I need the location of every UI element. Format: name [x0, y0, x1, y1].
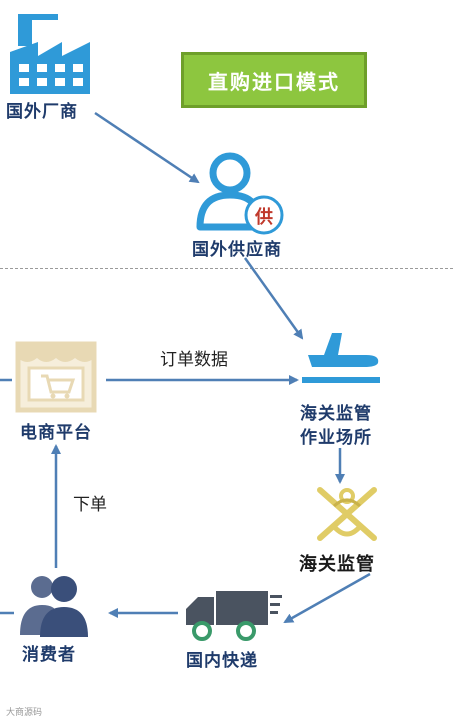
order-data-edge-label: 订单数据	[160, 350, 228, 370]
customs-site-label-line1: 海关监管	[300, 404, 372, 424]
storefront-icon	[15, 341, 97, 413]
customs-emblem-icon	[317, 487, 377, 541]
customs-supervision-label: 海关监管	[299, 554, 375, 575]
watermark-text: 大商源码	[6, 708, 43, 718]
consumer-icon	[20, 576, 88, 637]
supplier-badge-icon	[244, 195, 284, 235]
place-order-edge-label: 下单	[73, 495, 107, 515]
airplane-icon	[302, 333, 380, 383]
delivery-truck-icon	[186, 591, 282, 641]
section-divider	[0, 268, 453, 269]
ecommerce-platform-label: 电商平台	[20, 423, 92, 443]
domestic-express-label: 国内快递	[186, 651, 258, 671]
foreign-manufacturer-label: 国外厂商	[6, 102, 78, 122]
mode-title-badge: 直购进口模式	[181, 52, 367, 108]
arrow-supplier-to-customs-site	[243, 257, 304, 340]
supplier-badge-text: 供	[255, 207, 273, 228]
consumer-label: 消费者	[22, 645, 76, 665]
foreign-supplier-label: 国外供应商	[192, 240, 282, 260]
arrow-manufacturer-to-supplier	[94, 111, 200, 184]
factory-icon	[10, 14, 90, 94]
arrow-supervision-to-express	[283, 572, 371, 624]
customs-site-label-line2: 作业场所	[300, 428, 372, 448]
